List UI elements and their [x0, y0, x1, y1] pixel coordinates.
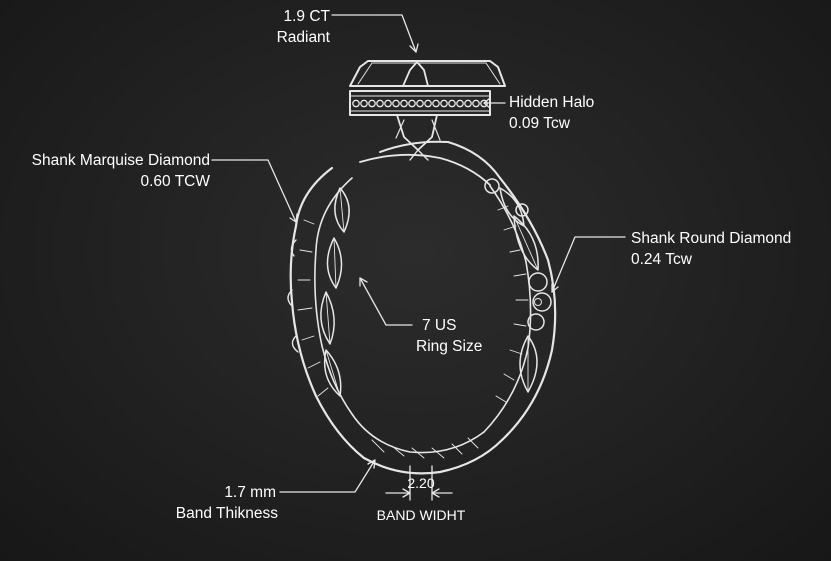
halo-stone	[440, 99, 448, 108]
band-thickness-title: Band Thikness	[175, 505, 278, 522]
halo-stone	[464, 99, 472, 108]
callout-leaders	[211, 14, 626, 501]
band-thickness-value: 1.7 mm	[224, 484, 276, 501]
band-width-number: 2.20	[407, 475, 435, 491]
halo-stone	[416, 99, 424, 108]
band-width-title: BAND WIDHT	[376, 507, 466, 523]
shank-round-title: Shank Round Diamond	[631, 230, 792, 247]
leader-band-width	[385, 465, 453, 501]
shank-marquise-weight: 0.60 TCW	[140, 173, 211, 190]
ring-size-value: 7 US	[422, 317, 457, 334]
callout-band-width-value: 2.20	[400, 473, 442, 494]
halo-stone	[472, 99, 480, 108]
shank-round-weight: 0.24 Tcw	[631, 251, 692, 268]
callout-shank-marquise: Shank Marquise Diamond 0.60 TCW	[10, 150, 210, 192]
leader-hidden-halo	[483, 97, 506, 109]
halo-stone	[432, 99, 440, 108]
shank-round-diamonds	[484, 178, 552, 331]
shank-marquise-title: Shank Marquise Diamond	[31, 152, 210, 169]
basket-gallery	[395, 114, 441, 161]
halo-stone	[360, 99, 368, 108]
callout-hidden-halo: Hidden Halo 0.09 Tcw	[509, 92, 594, 134]
leader-band-thickness	[279, 459, 376, 493]
hidden-halo-weight: 0.09 Tcw	[509, 115, 570, 132]
callout-shank-round: Shank Round Diamond 0.24 Tcw	[631, 228, 791, 270]
leader-ring-size	[359, 277, 413, 326]
shank-outline	[287, 140, 557, 475]
halo-stone	[368, 99, 376, 108]
halo-stone	[352, 99, 360, 108]
halo-stone	[376, 99, 384, 108]
leader-center-stone	[331, 14, 419, 53]
center-stone-carat: 1.9 CT	[283, 8, 330, 25]
callout-band-thickness: 1.7 mm Band Thikness	[160, 482, 278, 524]
callout-ring-size: 7 US Ring Size	[416, 315, 482, 357]
halo-stone	[400, 99, 408, 108]
center-stone-radiant	[349, 60, 506, 87]
halo-stone	[448, 99, 456, 108]
callout-band-width-label: BAND WIDHT	[364, 505, 478, 526]
shank-right-marquise-diamonds	[499, 187, 539, 393]
halo-stone	[392, 99, 400, 108]
center-stone-shape: Radiant	[276, 29, 330, 46]
hidden-halo-title: Hidden Halo	[509, 94, 595, 111]
halo-stone	[408, 99, 416, 108]
ring-size-title: Ring Size	[416, 338, 483, 355]
halo-stone	[456, 99, 464, 108]
shank-marquise-diamonds	[320, 187, 350, 397]
hidden-halo-band	[349, 90, 491, 116]
leader-shank-round	[551, 236, 626, 293]
halo-stone	[384, 99, 392, 108]
leader-shank-marquise	[211, 159, 298, 223]
hidden-halo-stones	[352, 99, 488, 108]
callout-center-stone: 1.9 CT Radiant	[262, 6, 330, 48]
halo-stone	[424, 99, 432, 108]
